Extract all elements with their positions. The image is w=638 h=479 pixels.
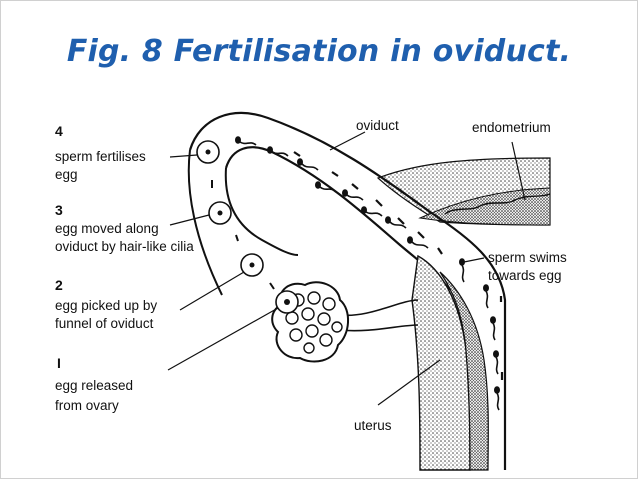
step-4-line1: sperm fertilises bbox=[55, 149, 146, 164]
step-4-number: 4 bbox=[55, 123, 63, 139]
step-2-number: 2 bbox=[55, 277, 63, 293]
egg-fertilised bbox=[197, 141, 219, 163]
egg-at-ovary bbox=[276, 291, 298, 313]
step-3-number: 3 bbox=[55, 202, 63, 218]
label-uterus: uterus bbox=[354, 418, 392, 433]
step-1-line2: from ovary bbox=[55, 398, 119, 413]
step-3-line1: egg moved along bbox=[55, 221, 159, 236]
ovary-ligament-1 bbox=[340, 300, 418, 315]
label-sperm-swims-line2: towards egg bbox=[488, 268, 562, 283]
step-3-line2: oviduct by hair-like cilia bbox=[55, 239, 194, 254]
step-4-line2: egg bbox=[55, 167, 78, 182]
step-1-line1: egg released bbox=[55, 378, 133, 393]
step-2-line2: funnel of oviduct bbox=[55, 316, 154, 331]
ovary-ligament-2 bbox=[340, 325, 418, 331]
oviduct-funnel-inner bbox=[226, 168, 298, 255]
egg-in-funnel bbox=[241, 254, 263, 276]
label-oviduct: oviduct bbox=[356, 118, 399, 133]
egg-moving-along bbox=[209, 202, 231, 224]
uterus-wall-outer bbox=[412, 256, 470, 470]
label-endometrium: endometrium bbox=[472, 120, 551, 135]
label-sperm-swims-line1: sperm swims bbox=[488, 250, 567, 265]
step-2-line1: egg picked up by bbox=[55, 298, 157, 313]
step-1-number: I bbox=[57, 355, 61, 371]
